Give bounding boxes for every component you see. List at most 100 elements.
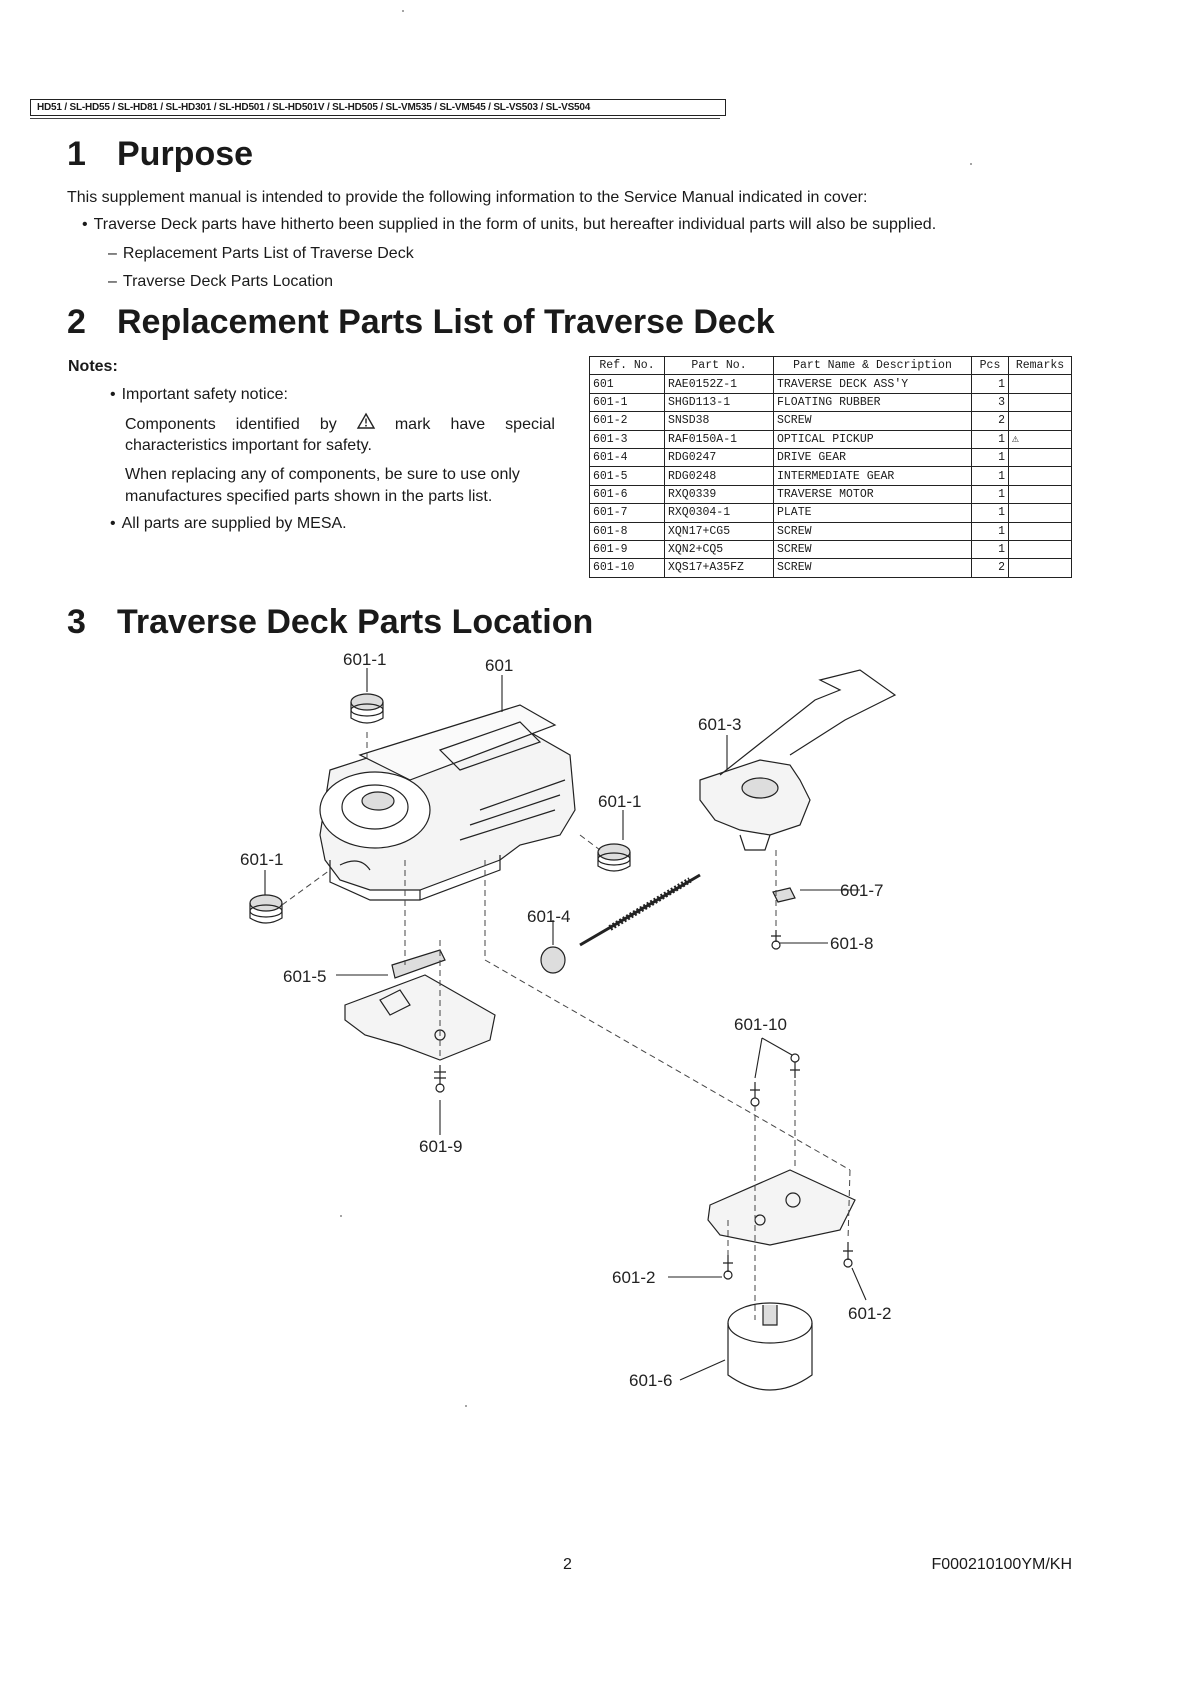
model-header: HD51 / SL-HD55 / SL-HD81 / SL-HD301 / SL… bbox=[30, 99, 726, 116]
parts-table: Ref. No. Part No. Part Name & Descriptio… bbox=[589, 355, 1072, 578]
cell-pcs: 1 bbox=[971, 447, 1009, 468]
cell-pcs: 2 bbox=[971, 411, 1009, 431]
cell-part-no: RAE0152Z-1 bbox=[664, 374, 774, 394]
callout-601-7: 601-7 bbox=[840, 881, 883, 900]
section-3-heading: Traverse Deck Parts Location bbox=[117, 603, 594, 641]
cell-ref-no: 601-8 bbox=[589, 521, 665, 541]
cell-pcs: 1 bbox=[971, 429, 1009, 449]
page-number: 2 bbox=[563, 1556, 572, 1573]
callout-601-2-left: 601-2 bbox=[612, 1268, 655, 1287]
cell-ref-no: 601-1 bbox=[589, 392, 665, 413]
cell-part-no: RDG0247 bbox=[664, 447, 774, 468]
callout-601-1-middle: 601-1 bbox=[598, 792, 641, 811]
cell-pcs: 2 bbox=[971, 558, 1009, 578]
cell-ref-no: 601-7 bbox=[589, 503, 665, 523]
cell-part-name: TRAVERSE DECK ASS'Y bbox=[773, 374, 972, 394]
callout-601-9: 601-9 bbox=[419, 1137, 462, 1156]
callout-601-2-right: 601-2 bbox=[848, 1304, 891, 1323]
col-ref-no: Ref. No. bbox=[589, 355, 665, 376]
document-code: F000210100YM/KH bbox=[931, 1556, 1072, 1573]
section-2-number: 2 bbox=[67, 303, 86, 341]
note-components-line2: characteristics important for safety. bbox=[125, 437, 372, 454]
cell-part-name: PLATE bbox=[773, 503, 972, 523]
note-components-part2: mark have special bbox=[394, 416, 555, 433]
note-components-part1: Components identified by bbox=[125, 416, 337, 433]
cell-pcs: 3 bbox=[971, 392, 1009, 413]
cell-part-no: XQN2+CQ5 bbox=[664, 539, 774, 560]
cell-remarks: ⚠ bbox=[1008, 429, 1072, 449]
cell-part-name: TRAVERSE MOTOR bbox=[773, 484, 972, 505]
section-1-title: 1 Purpose bbox=[67, 135, 253, 174]
cell-part-name: SCREW bbox=[773, 539, 972, 560]
header-rule bbox=[30, 118, 720, 119]
screw-icon bbox=[790, 1053, 800, 1078]
col-part-name: Part Name & Description bbox=[773, 355, 972, 376]
screw-icon bbox=[771, 930, 781, 950]
cell-part-no: SNSD38 bbox=[664, 411, 774, 431]
motor-mount-illustration bbox=[707, 1169, 856, 1246]
traverse-motor-illustration bbox=[727, 1302, 813, 1391]
notes-title: Notes: bbox=[68, 358, 118, 375]
section-1-number: 1 bbox=[67, 135, 86, 173]
scan-speck bbox=[970, 163, 972, 165]
plate-601-7 bbox=[772, 887, 796, 903]
scan-speck bbox=[465, 1405, 467, 1407]
cell-remarks bbox=[1008, 503, 1072, 523]
cell-remarks bbox=[1008, 392, 1072, 413]
scan-speck bbox=[402, 10, 404, 12]
callout-601-1-left: 601-1 bbox=[240, 850, 283, 869]
traverse-deck-exploded-diagram: 601-1 601 601-3 601-1 601-1 601-7 601-4 … bbox=[240, 650, 897, 1391]
cell-part-no: RAF0150A-1 bbox=[664, 429, 774, 449]
callout-601-5: 601-5 bbox=[283, 967, 326, 986]
cell-part-name: SCREW bbox=[773, 411, 972, 431]
optical-pickup-illustration bbox=[699, 669, 897, 851]
screw-icon bbox=[434, 1065, 446, 1093]
cell-part-name: DRIVE GEAR bbox=[773, 447, 972, 468]
purpose-item: Traverse Deck Parts Location bbox=[108, 273, 333, 291]
cell-part-name: SCREW bbox=[773, 521, 972, 541]
col-part-no: Part No. bbox=[664, 355, 774, 376]
screw-icon bbox=[843, 1242, 853, 1268]
cell-ref-no: 601-2 bbox=[589, 411, 665, 431]
cell-pcs: 1 bbox=[971, 466, 1009, 486]
section-3-number: 3 bbox=[67, 603, 86, 641]
section-1-heading: Purpose bbox=[117, 135, 254, 173]
cell-ref-no: 601-4 bbox=[589, 447, 665, 468]
cell-part-name: INTERMEDIATE GEAR bbox=[773, 466, 972, 486]
cell-part-name: SCREW bbox=[773, 558, 972, 578]
purpose-item: Replacement Parts List of Traverse Deck bbox=[108, 245, 414, 263]
cell-ref-no: 601 bbox=[589, 374, 665, 394]
callout-601-1-top: 601-1 bbox=[343, 650, 386, 669]
floating-rubber-left bbox=[249, 894, 283, 924]
cell-remarks bbox=[1008, 484, 1072, 505]
purpose-intro: This supplement manual is intended to pr… bbox=[67, 189, 868, 206]
cell-remarks bbox=[1008, 374, 1072, 394]
table-header-row: Ref. No. Part No. Part Name & Descriptio… bbox=[589, 355, 1072, 376]
cell-part-no: RXQ0339 bbox=[664, 484, 774, 505]
cell-part-name: FLOATING RUBBER bbox=[773, 392, 972, 413]
cell-part-no: XQS17+A35FZ bbox=[664, 558, 774, 578]
note-replacing-line2: manufactures specified parts shown in th… bbox=[125, 488, 493, 505]
cell-ref-no: 601-6 bbox=[589, 484, 665, 505]
bracket-plate-illustration bbox=[344, 974, 496, 1061]
callout-601-3: 601-3 bbox=[698, 715, 741, 734]
cell-remarks bbox=[1008, 521, 1072, 541]
cell-ref-no: 601-3 bbox=[589, 429, 665, 449]
col-remarks: Remarks bbox=[1008, 355, 1072, 376]
callout-601-6: 601-6 bbox=[629, 1371, 672, 1390]
warning-triangle-icon bbox=[356, 412, 376, 436]
callout-601-10: 601-10 bbox=[734, 1015, 787, 1034]
note-replacing-line1: When replacing any of components, be sur… bbox=[125, 466, 520, 483]
cell-remarks bbox=[1008, 539, 1072, 560]
note-components-line: Components identified by mark have speci… bbox=[125, 412, 555, 436]
scan-speck bbox=[340, 1215, 342, 1217]
